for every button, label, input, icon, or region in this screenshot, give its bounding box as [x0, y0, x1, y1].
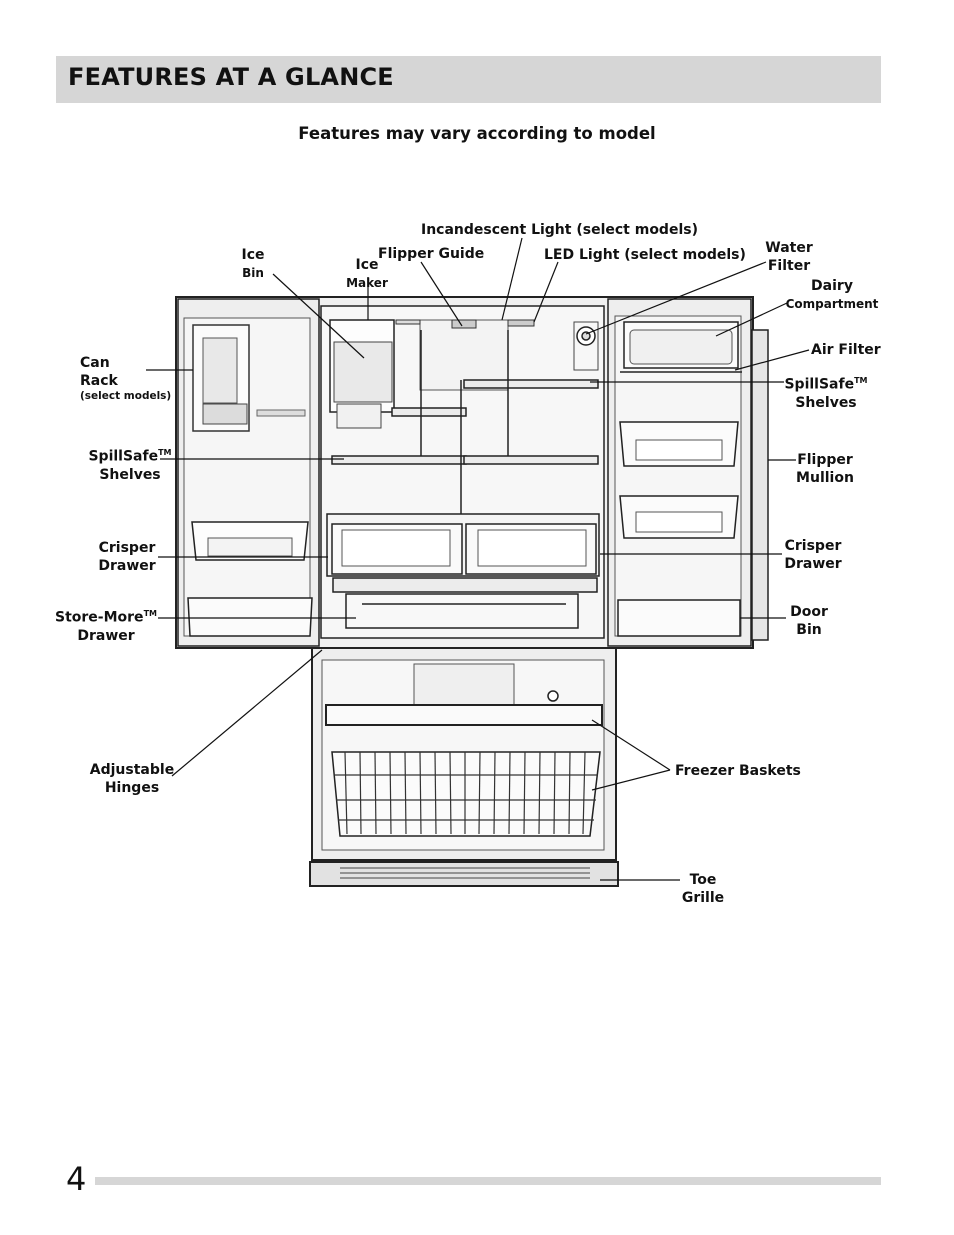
label-flipper-mullion: Flipper Mullion [792, 451, 858, 487]
tm-mark: TM [143, 609, 157, 618]
label-water-filter: Water Filter [758, 239, 820, 275]
label-crisper-left-line1: Crisper [98, 540, 156, 556]
label-spillsafe-left-line1: SpillSafe [88, 448, 159, 465]
label-crisper-right-line2: Drawer [784, 556, 842, 572]
label-ice-maker-line2: Maker [346, 276, 388, 290]
label-adjustable-hinges-line1: Adjustable [89, 762, 175, 778]
label-ice-bin: Ice Bin [229, 246, 277, 282]
label-crisper-drawer-left: Crisper Drawer [94, 539, 160, 575]
label-dairy-compartment: Dairy Compartment [782, 277, 882, 313]
tm-mark: TM [158, 448, 172, 457]
label-spillsafe-shelves-right: SpillSafeTM Shelves [782, 372, 870, 412]
label-can-rack-line1: Can [80, 355, 110, 371]
label-spillsafe-shelves-left: SpillSafeTM Shelves [86, 444, 174, 484]
label-led-light: LED Light (select models) [544, 247, 746, 263]
label-store-more-drawer: Store-MoreTM Drawer [54, 605, 158, 645]
label-dairy-line2: Compartment [785, 297, 879, 311]
label-toe-grille: Toe Grille [676, 871, 730, 907]
label-flipper-mullion-line1: Flipper [797, 452, 853, 468]
header-bar: FEATURES AT A GLANCE [56, 56, 881, 103]
label-ice-maker-line1: Ice [355, 257, 379, 273]
tm-mark: TM [854, 376, 868, 385]
label-water-filter-line2: Filter [767, 258, 811, 274]
label-flipper-guide: Flipper Guide [378, 246, 485, 262]
label-crisper-drawer-right: Crisper Drawer [780, 537, 846, 573]
label-crisper-right-line1: Crisper [784, 538, 842, 554]
label-door-bin-line1: Door [790, 604, 828, 620]
label-door-bin-line2: Bin [796, 622, 822, 638]
label-air-filter: Air Filter [811, 342, 881, 358]
label-flipper-mullion-line2: Mullion [796, 470, 854, 486]
label-ice-bin-line2: Bin [242, 266, 264, 280]
label-ice-maker: Ice Maker [340, 256, 394, 292]
page-number: 4 [66, 1160, 87, 1198]
label-toe-grille-line1: Toe [689, 872, 717, 888]
label-store-more-line1: Store-More [55, 609, 144, 626]
label-spillsafe-left-line2: Shelves [99, 466, 161, 483]
page-subtitle: Features may vary according to model [298, 124, 656, 143]
label-can-rack-line3: (select models) [80, 390, 172, 402]
label-water-filter-line1: Water [765, 240, 813, 256]
label-spillsafe-right-line2: Shelves [795, 394, 857, 411]
label-store-more-line2: Drawer [77, 627, 135, 644]
label-ice-bin-line1: Ice [241, 247, 265, 263]
label-adjustable-hinges: Adjustable Hinges [88, 761, 176, 797]
page-title: FEATURES AT A GLANCE [68, 63, 394, 91]
label-can-rack: Can Rack (select models) [80, 354, 171, 402]
label-adjustable-hinges-line2: Hinges [104, 780, 160, 796]
footer-bar [95, 1177, 881, 1185]
label-toe-grille-line2: Grille [681, 890, 725, 906]
label-can-rack-line2: Rack [80, 373, 118, 389]
label-freezer-baskets: Freezer Baskets [675, 763, 801, 779]
label-crisper-left-line2: Drawer [98, 558, 156, 574]
label-incandescent-light: Incandescent Light (select models) [421, 222, 698, 238]
label-door-bin: Door Bin [782, 603, 836, 639]
label-spillsafe-right-line1: SpillSafe [784, 376, 855, 393]
label-dairy-line1: Dairy [811, 278, 853, 294]
